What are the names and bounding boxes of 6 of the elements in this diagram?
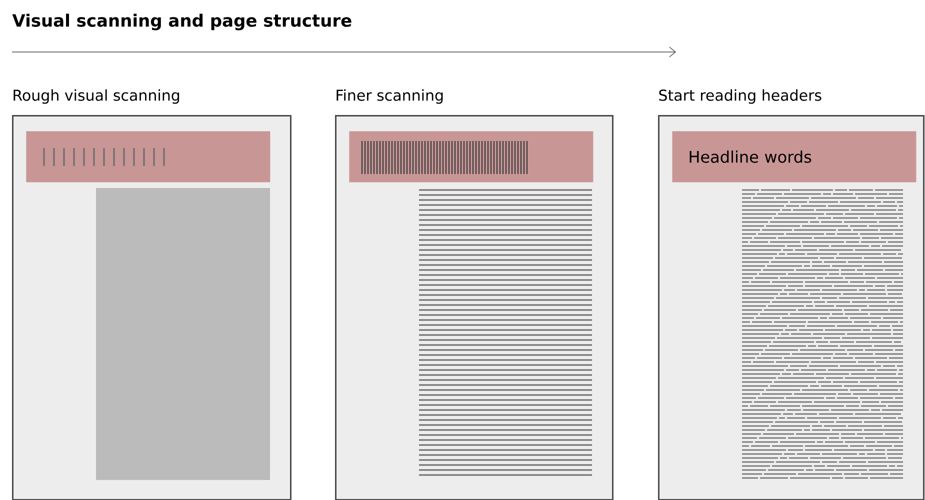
panel-heading: Rough visual scanning	[14, 89, 180, 104]
header-band: Headline words	[672, 131, 916, 182]
panel-heading: Start reading headers	[659, 89, 822, 104]
title: Visual scanning and page structure	[12, 14, 352, 30]
panel-heading: Finer scanning	[336, 89, 443, 104]
header-band	[26, 131, 270, 182]
